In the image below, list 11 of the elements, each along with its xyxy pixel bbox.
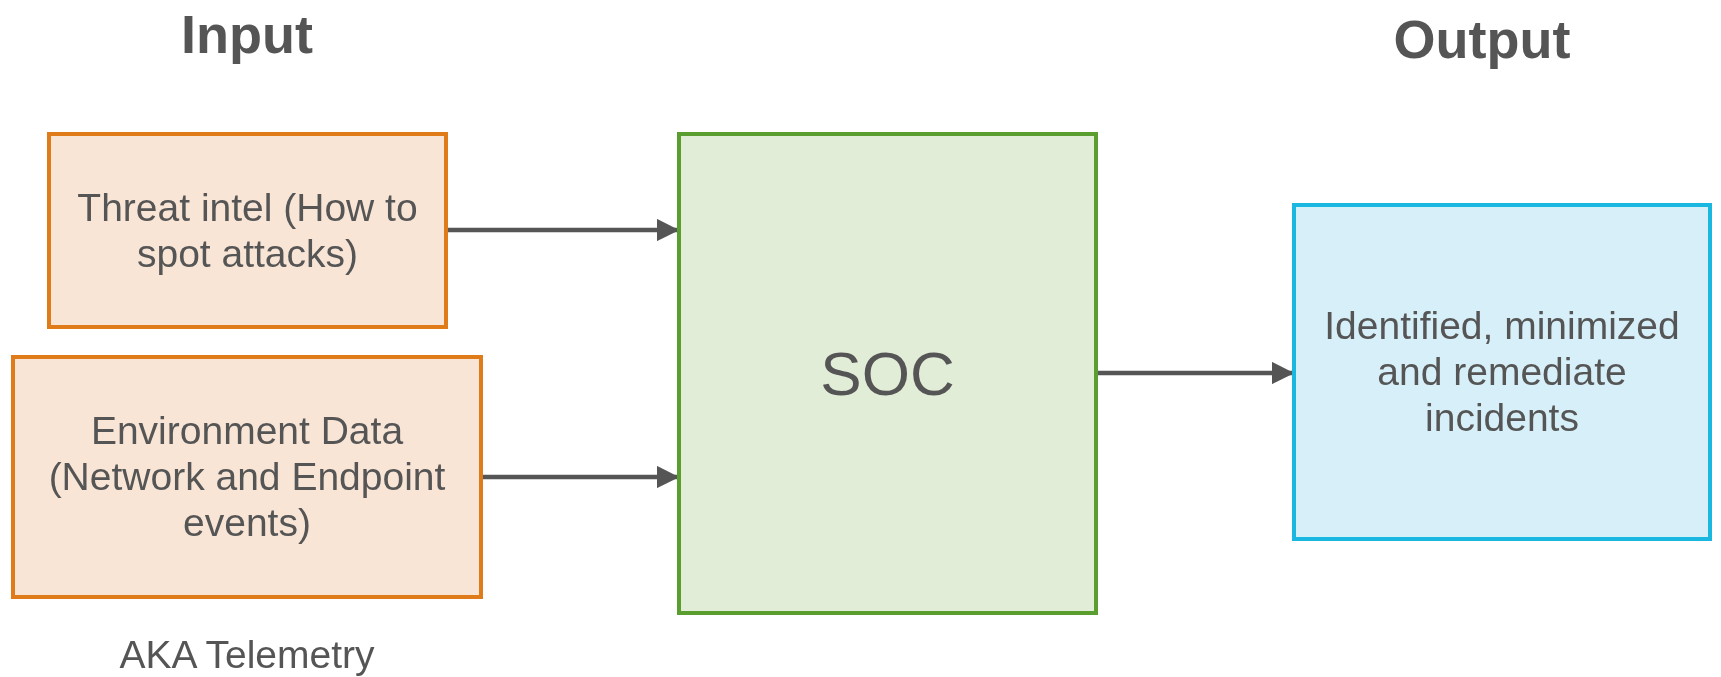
column-heading: Input [181, 3, 313, 65]
node-text: Identified, minimized and remediate incidents [1323, 303, 1681, 441]
process-box [677, 132, 1098, 615]
node-text: SOC [819, 350, 956, 397]
caption-text: AKA Telemetry [119, 633, 375, 677]
input-box [47, 132, 448, 329]
column-heading: Output [1393, 8, 1571, 70]
node-text: Threat intel (How to spot attacks) [76, 184, 419, 277]
output-box [1292, 203, 1712, 541]
node-text: Environment Data (Network and Endpoint events) [47, 408, 447, 546]
input-box [11, 355, 483, 599]
